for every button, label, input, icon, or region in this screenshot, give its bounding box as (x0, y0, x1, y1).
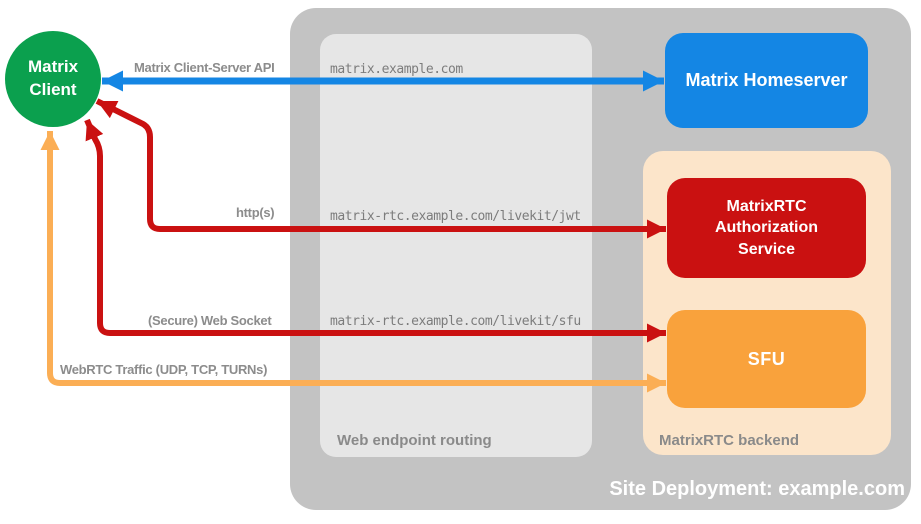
matrix-client-label-line2: Client (29, 80, 77, 99)
endpoint-livekit-jwt: matrix-rtc.example.com/livekit/jwt (330, 209, 581, 224)
sfu-node: SFU (667, 310, 866, 408)
websocket-label: (Secure) Web Socket (148, 313, 272, 328)
matrix-homeserver-label: Matrix Homeserver (685, 70, 848, 90)
web-endpoint-routing-box (320, 34, 592, 457)
matrix-client-node: Matrix Client (5, 31, 101, 127)
endpoint-livekit-sfu: matrix-rtc.example.com/livekit/sfu (330, 314, 581, 329)
matrix-client-label-line1: Matrix (27, 57, 79, 77)
matrixrtc-authorization-service-node: MatrixRTC Authorization Service (667, 178, 866, 278)
matrix-homeserver-node: Matrix Homeserver (665, 33, 868, 128)
sfu-label: SFU (747, 348, 786, 369)
client-server-api-label: Matrix Client-Server API (134, 60, 275, 75)
webrtc-traffic-label: WebRTC Traffic (UDP, TCP, TURNs) (60, 362, 268, 377)
web-endpoint-routing-label: Web endpoint routing (337, 432, 492, 449)
matrixrtc-authorization-service-label: MatrixRTC Authorization Service (714, 197, 819, 258)
https-label: http(s) (236, 205, 275, 220)
matrixrtc-backend-label: MatrixRTC backend (659, 432, 800, 449)
site-deployment-label: Site Deployment: example.com (609, 478, 905, 500)
endpoint-matrix-domain: matrix.example.com (330, 62, 463, 77)
